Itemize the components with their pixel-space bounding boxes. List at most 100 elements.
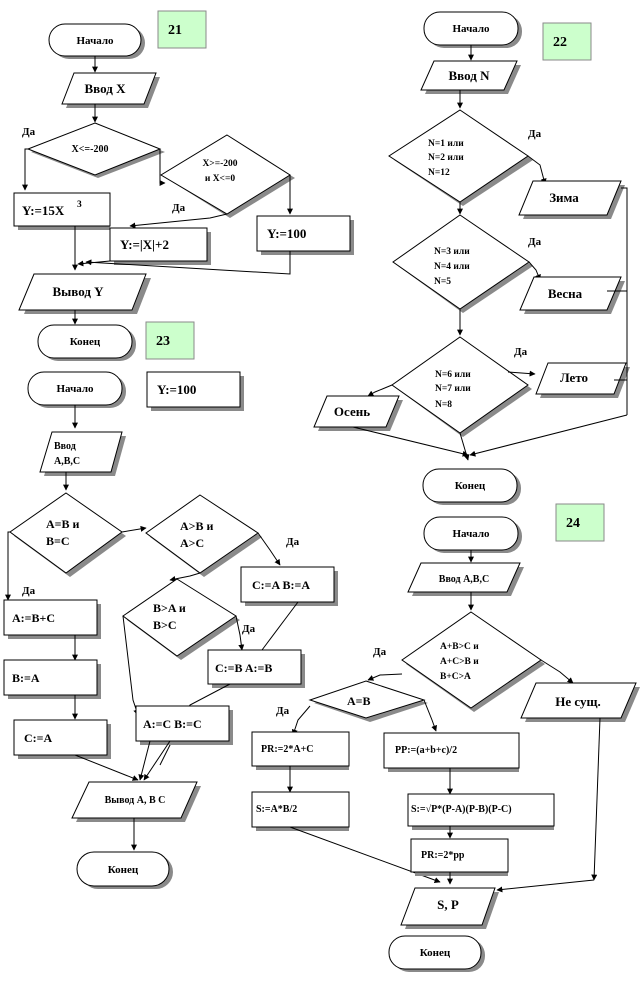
badge-23: 23 xyxy=(145,321,195,360)
svg-text:Конец: Конец xyxy=(108,864,139,876)
svg-text:Начало: Начало xyxy=(452,528,490,540)
f22-winter-output: Зима xyxy=(518,180,625,219)
svg-text:Y:=|X|+2: Y:=|X|+2 xyxy=(120,237,169,252)
f22-summer-output: Лето xyxy=(535,362,630,398)
badge-24: 24 xyxy=(555,503,605,542)
f24-condition-2: A=B xyxy=(308,680,428,722)
svg-text:N=3 или: N=3 или xyxy=(434,247,470,257)
f24-assign-pp: PP:=(a+b+c)/2 xyxy=(383,732,520,772)
svg-text:Ввод A,B,C: Ввод A,B,C xyxy=(439,574,489,585)
f22-start-terminal: Начало xyxy=(423,11,522,48)
f23-yes-3: Да xyxy=(242,623,256,635)
f23-condition-1: A=B и B=C xyxy=(9,492,126,577)
svg-text:B>A и: B>A и xyxy=(153,601,186,615)
svg-text:N=2 или: N=2 или xyxy=(428,153,464,163)
svg-text:PP:=(a+b+c)/2: PP:=(a+b+c)/2 xyxy=(395,745,457,756)
svg-text:S:=√P*(P-A)(P-B)(P-C): S:=√P*(P-A)(P-B)(P-C) xyxy=(411,804,512,815)
flowchart-22: Начало Ввод N N=1 или N=2 или N=12 Да Зи… xyxy=(313,11,630,505)
f21-end-terminal: Конец xyxy=(37,324,136,361)
f21-input: Ввод X xyxy=(61,72,160,108)
svg-text:Конец: Конец xyxy=(455,480,486,492)
svg-text:24: 24 xyxy=(566,516,580,531)
f23-yes-1: Да xyxy=(22,585,36,597)
svg-text:X<=-200: X<=-200 xyxy=(72,144,109,155)
svg-text:A>B и: A>B и xyxy=(180,519,214,533)
f21-yes-2: Да xyxy=(172,202,186,214)
f23-input: Ввод A,B,C xyxy=(39,431,126,476)
svg-text:A+B>C и: A+B>C и xyxy=(440,642,479,652)
svg-text:B>C: B>C xyxy=(153,618,177,632)
svg-text:и X<=0: и X<=0 xyxy=(205,174,236,184)
svg-text:Вывод A, B C: Вывод A, B C xyxy=(105,795,166,806)
svg-text:Вывод Y: Вывод Y xyxy=(52,284,104,299)
f24-yes-1: Да xyxy=(373,646,387,658)
svg-text:N=4 или: N=4 или xyxy=(434,262,470,272)
f23-output: Вывод A, B C xyxy=(71,781,201,822)
svg-text:Ввод X: Ввод X xyxy=(85,81,127,96)
f21-start-terminal: Начало xyxy=(48,23,145,59)
svg-text:C:=A B:=A: C:=A B:=A xyxy=(252,578,310,592)
f23-assign-ca-ba: C:=A B:=A xyxy=(240,566,338,606)
svg-text:N=12: N=12 xyxy=(428,168,450,178)
f24-end-terminal: Конец xyxy=(388,935,485,972)
svg-text:PR:=2*pp: PR:=2*pp xyxy=(421,850,465,861)
svg-text:Y:=100: Y:=100 xyxy=(157,382,196,397)
f24-start-terminal: Начало xyxy=(423,516,522,553)
svg-text:22: 22 xyxy=(553,35,567,50)
svg-text:Y:=15X: Y:=15X xyxy=(22,203,65,218)
svg-text:Зима: Зима xyxy=(549,190,579,205)
f22-input: Ввод N xyxy=(420,60,521,94)
svg-text:B+C>A: B+C>A xyxy=(440,672,471,682)
f21-assign-y2: Y:=|X|+2 xyxy=(109,227,211,265)
svg-text:A,B,C: A,B,C xyxy=(54,456,80,467)
svg-text:Конец: Конец xyxy=(420,947,451,959)
f24-assign-pr1: PR:=2*A+C xyxy=(251,731,350,770)
svg-text:S:=A*B/2: S:=A*B/2 xyxy=(256,804,297,815)
svg-text:Ввод: Ввод xyxy=(54,441,76,452)
f23-assign-ac-bc: A:=C B:=C xyxy=(135,705,233,745)
svg-text:Y:=100: Y:=100 xyxy=(267,226,306,241)
f23-assign-c-a: C:=A xyxy=(13,719,111,759)
svg-text:N=1 или: N=1 или xyxy=(428,139,464,149)
f23-assign-cb-ab: C:=B A:=B xyxy=(207,649,305,688)
f22-end-terminal: Конец xyxy=(422,468,521,505)
f21-condition-1: X<=-200 xyxy=(26,122,165,178)
svg-text:S, P: S, P xyxy=(437,897,459,912)
f22-condition-2: N=3 или N=4 или N=5 xyxy=(392,214,533,313)
f24-output: S, P xyxy=(400,887,499,929)
flowchart-23: Начало Y:=100 Ввод A,B,C A=B и B=C Да xyxy=(3,371,338,889)
svg-text:A>C: A>C xyxy=(180,536,204,550)
f22-condition-1: N=1 или N=2 или N=12 xyxy=(388,109,533,206)
svg-text:3: 3 xyxy=(77,200,82,210)
f23-end-terminal: Конец xyxy=(76,851,173,889)
svg-text:A=B и: A=B и xyxy=(46,517,80,531)
f24-assign-s1: S:=A*B/2 xyxy=(251,791,350,831)
f22-yes-2: Да xyxy=(528,236,542,248)
flowchart-24: Начало Ввод A,B,C A+B>C и A+C>B и B+C>A … xyxy=(251,516,640,972)
f24-assign-pr2: PR:=2*pp xyxy=(410,838,509,876)
badge-21: 21 xyxy=(157,10,207,49)
svg-text:PR:=2*A+C: PR:=2*A+C xyxy=(261,744,314,755)
f23-assign-a-bc: A:=B+C xyxy=(3,599,101,639)
f21-condition-2: X>=-200 и X<=0 xyxy=(160,134,295,218)
svg-text:Ввод N: Ввод N xyxy=(449,68,491,83)
f22-yes-3: Да xyxy=(514,346,528,358)
f24-assign-s2: S:=√P*(P-A)(P-B)(P-C) xyxy=(407,793,555,830)
f24-none-output: Не сущ. xyxy=(520,682,640,722)
f23-condition-2: A>B и A>C xyxy=(145,494,262,577)
f21-yes-1: Да xyxy=(22,126,36,138)
f24-yes-2: Да xyxy=(276,705,290,717)
svg-text:Не сущ.: Не сущ. xyxy=(555,694,600,709)
svg-text:N=8: N=8 xyxy=(435,400,452,410)
f21-assign-y3: Y:=100 xyxy=(256,215,354,255)
svg-text:Начало: Начало xyxy=(76,35,114,47)
f23-condition-3: B>A и B>C xyxy=(122,578,240,660)
f22-spring-output: Весна xyxy=(519,276,625,314)
svg-text:21: 21 xyxy=(168,23,182,38)
f23-start-terminal: Начало xyxy=(27,371,126,408)
f22-yes-1: Да xyxy=(528,128,542,140)
f21-assign-y1: Y:=15X 3 xyxy=(13,192,111,230)
svg-text:Лето: Лето xyxy=(560,370,588,385)
svg-text:23: 23 xyxy=(156,334,170,349)
